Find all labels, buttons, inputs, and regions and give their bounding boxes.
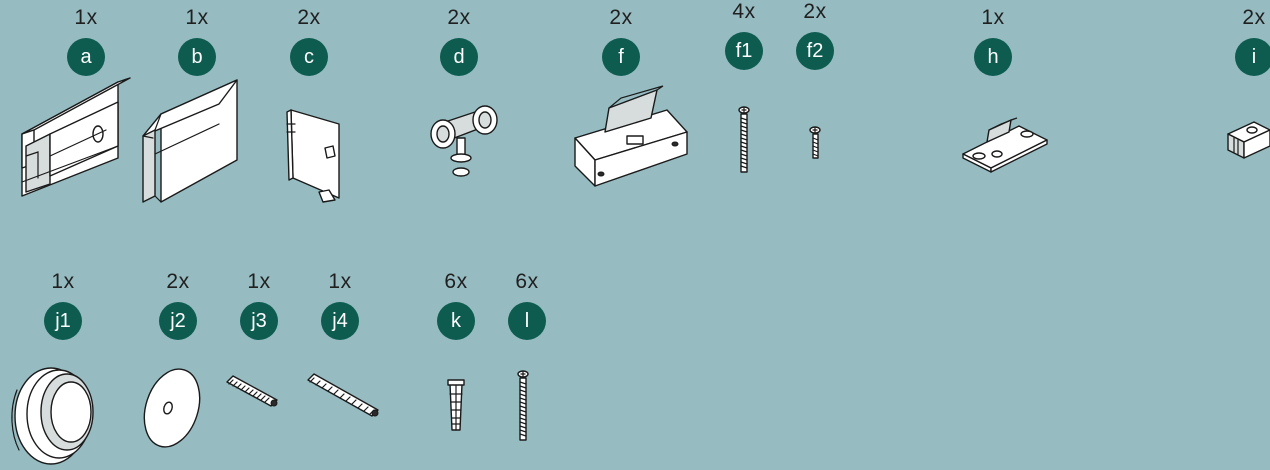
part-quantity: 2x	[447, 6, 471, 29]
part-quantity: 2x	[609, 6, 633, 29]
short-threaded-rod-icon	[226, 375, 278, 407]
wall-plug-icon	[447, 379, 465, 431]
part-quantity: 1x	[74, 6, 98, 29]
end-cap-icon	[286, 109, 340, 203]
part-h: 1x h	[953, 6, 1048, 206]
stopper-clip-icon	[1227, 121, 1270, 159]
part-k: 6x k	[416, 270, 496, 470]
part-quantity: 6x	[515, 270, 539, 293]
washer-icon	[143, 368, 201, 448]
wall-screw-icon	[517, 370, 529, 441]
part-quantity: 2x	[1242, 6, 1266, 29]
part-quantity: 1x	[51, 270, 75, 293]
part-label-badge: j3	[240, 302, 278, 340]
part-label-badge: j4	[321, 302, 359, 340]
part-f1: 4x f1	[704, 0, 784, 200]
part-j4: 1x j4	[300, 270, 380, 470]
long-screw-icon	[738, 106, 750, 173]
cover-profile-icon	[142, 79, 238, 203]
part-l: 6x l	[487, 270, 567, 470]
part-quantity: 1x	[247, 270, 271, 293]
part-d: 2x d	[419, 6, 499, 206]
part-j1: 1x j1	[11, 270, 103, 470]
part-j3: 1x j3	[219, 270, 299, 470]
part-label-badge: j1	[44, 302, 82, 340]
part-label-badge: h	[974, 38, 1012, 76]
part-label-badge: d	[440, 38, 478, 76]
part-label-badge: j2	[159, 302, 197, 340]
part-quantity: 2x	[166, 270, 190, 293]
short-screw-icon	[809, 126, 821, 159]
part-quantity: 4x	[732, 0, 756, 23]
floor-guide-icon	[962, 117, 1048, 173]
top-track-rail-icon	[21, 77, 131, 197]
part-quantity: 2x	[803, 0, 827, 23]
part-label-badge: a	[67, 38, 105, 76]
part-b: 1x b	[142, 6, 238, 206]
part-label-badge: b	[178, 38, 216, 76]
part-i: 2x i	[1214, 6, 1270, 206]
part-label-badge: f2	[796, 32, 834, 70]
part-label-badge: k	[437, 302, 475, 340]
part-j2: 2x j2	[138, 270, 218, 470]
part-f: 2x f	[574, 6, 688, 206]
part-quantity: 6x	[444, 270, 468, 293]
part-a: 1x a	[21, 6, 131, 206]
door-bracket-icon	[574, 85, 688, 187]
part-c: 2x c	[269, 6, 349, 206]
part-quantity: 2x	[297, 6, 321, 29]
part-quantity: 1x	[981, 6, 1005, 29]
part-label-badge: i	[1235, 38, 1270, 76]
part-quantity: 1x	[185, 6, 209, 29]
roller-trolley-icon	[430, 105, 498, 177]
long-threaded-rod-icon	[307, 373, 379, 417]
part-f2: 2x f2	[775, 0, 855, 200]
part-label-badge: l	[508, 302, 546, 340]
part-label-badge: f	[602, 38, 640, 76]
part-label-badge: c	[290, 38, 328, 76]
part-quantity: 1x	[328, 270, 352, 293]
round-handle-icon	[11, 367, 94, 465]
part-label-badge: f1	[725, 32, 763, 70]
